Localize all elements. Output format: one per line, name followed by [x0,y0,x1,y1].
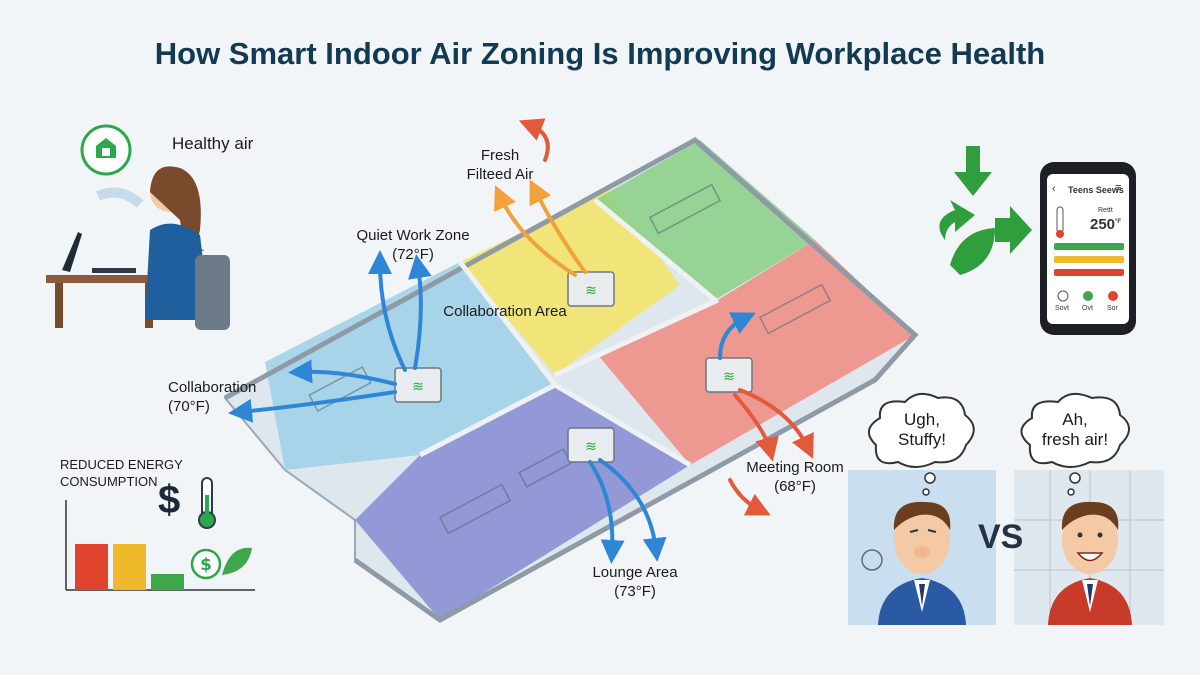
hvac-unit-purple: ≋ [567,427,615,463]
energy-label: REDUCED ENERGY CONSUMPTION [60,457,183,489]
airflow-blue-arrow [408,254,432,370]
airflow-blue-arrow [368,250,407,372]
phone-temperature: 250°F [1090,216,1121,233]
phone-menu-icon[interactable]: ≡ [1115,182,1122,194]
zone-label-lounge: Lounge Area (73°F) [592,564,678,600]
hvac-unit-blue: ≋ [394,367,442,403]
page-title: How Smart Indoor Air Zoning Is Improving… [154,36,1046,71]
svg-text:≋: ≋ [585,283,597,299]
airflow-blue-arrow [588,460,625,564]
zone-label-collaboration-area: Collaboration Area [443,303,567,320]
dollar-icon: $ [158,478,181,522]
phone-small-label: Rettt [1098,207,1113,214]
airflow-blue-arrow [494,185,577,277]
energy-bar [113,544,146,590]
phone-back-icon[interactable]: ‹ [1052,183,1056,195]
stuffy-man [861,501,966,625]
woman-at-desk-illustration [46,124,230,330]
dollar-leaf-icon: $ [190,547,252,580]
stuffy-bubble-text: Ugh, Stuffy! [898,410,946,449]
zone-red [598,240,915,465]
zone-label-quiet: Quiet Work Zone (72°F) [356,227,470,263]
airflow-blue-arrow [288,359,397,386]
airflow-blue-arrow [228,390,397,423]
vs-label: VS [978,518,1024,556]
airflow-red-arrow [738,388,814,459]
zone-blue [265,262,555,470]
energy-bar [75,544,108,590]
hvac-unit-red: ≋ [705,357,753,393]
airflow-blue-arrow [598,458,667,562]
svg-text:≋: ≋ [412,379,424,395]
thermometer-icon [198,477,216,529]
zone-label-meeting-room: Meeting Room (68°F) [746,459,844,495]
airflow-blue-arrow [529,179,587,274]
hvac-unit-yellow: ≋ [567,271,615,307]
svg-text:$: $ [200,555,212,575]
floor-plan [223,136,919,623]
airflow-arrows [228,118,814,564]
smartphone-app [1040,162,1136,335]
fresh-air-bubble-text: Ah, fresh air! [1041,410,1109,449]
zone-green [595,140,815,300]
energy-bar [151,574,184,590]
recycle-airflow-icon [939,146,1032,275]
phone-header: Teens Seews [1068,185,1124,195]
comparison-panels [848,392,1164,625]
airflow-red-arrow [518,118,550,162]
phone-temperature-value: 250 [1090,216,1116,233]
svg-text:≋: ≋ [585,439,597,455]
phone-button-label[interactable]: Ovt [1082,305,1093,312]
zone-label-collaboration: Collaboration (70°F) [168,379,257,415]
fresh-air-label: Fresh Filteed Air [466,147,534,183]
airflow-red-arrow [728,478,771,516]
airflow-red-arrow [733,393,779,462]
phone-button-label[interactable]: Sovt [1055,305,1070,312]
phone-button-label[interactable]: Sor [1107,305,1118,312]
svg-text:≋: ≋ [723,369,735,385]
happy-man [1048,501,1132,625]
leaf-house-icon [96,138,116,158]
healthy-air-label: Healthy air [172,134,254,153]
energy-chart: $ [65,477,255,591]
phone-temperature-unit: °F [1115,219,1122,225]
airflow-blue-arrow [718,312,756,360]
